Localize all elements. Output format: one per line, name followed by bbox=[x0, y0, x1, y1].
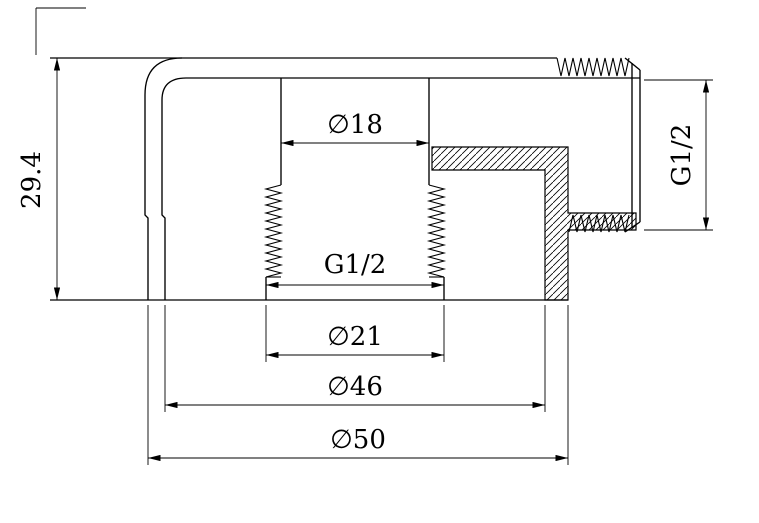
male-thread-bottom-zigzag bbox=[568, 214, 630, 233]
inner-left-wall bbox=[161, 100, 166, 300]
dim-label-outer-diameter: ∅50 bbox=[330, 425, 386, 455]
dimension-inner-rim-diameter: ∅46 bbox=[164, 305, 546, 412]
part-outline bbox=[50, 57, 640, 301]
dimension-overall-height: 29.4 bbox=[17, 57, 61, 300]
dim-label-inner-rim-diameter: ∅46 bbox=[327, 372, 383, 402]
inner-fillet-arc bbox=[161, 77, 187, 101]
outer-fillet-arc bbox=[144, 57, 183, 96]
section-hatching bbox=[431, 146, 637, 301]
dim-label-thread-major-diameter: ∅21 bbox=[327, 322, 383, 352]
dim-label-internal-thread: G1/2 bbox=[324, 250, 387, 280]
internal-thread-right-zigzag bbox=[426, 184, 447, 278]
outer-left-wall bbox=[144, 95, 149, 300]
male-pipe bbox=[556, 57, 641, 233]
male-thread-top-zigzag bbox=[556, 57, 630, 77]
dimension-internal-thread: G1/2 bbox=[266, 250, 444, 289]
dim-label-bore-diameter: ∅18 bbox=[327, 110, 383, 140]
dimension-thread-major-diameter: ∅21 bbox=[265, 305, 445, 362]
section-cut-region bbox=[431, 146, 637, 301]
frame-corner-mark bbox=[35, 7, 86, 55]
internal-thread-left-zigzag bbox=[263, 184, 284, 278]
dim-label-overall-height: 29.4 bbox=[17, 151, 47, 209]
dim-label-male-thread: G1/2 bbox=[667, 124, 697, 187]
dimension-outer-diameter: ∅50 bbox=[147, 305, 569, 465]
dimension-bore-diameter: ∅18 bbox=[281, 110, 429, 147]
dimension-male-thread: G1/2 bbox=[644, 79, 713, 231]
internal-thread bbox=[263, 184, 447, 300]
